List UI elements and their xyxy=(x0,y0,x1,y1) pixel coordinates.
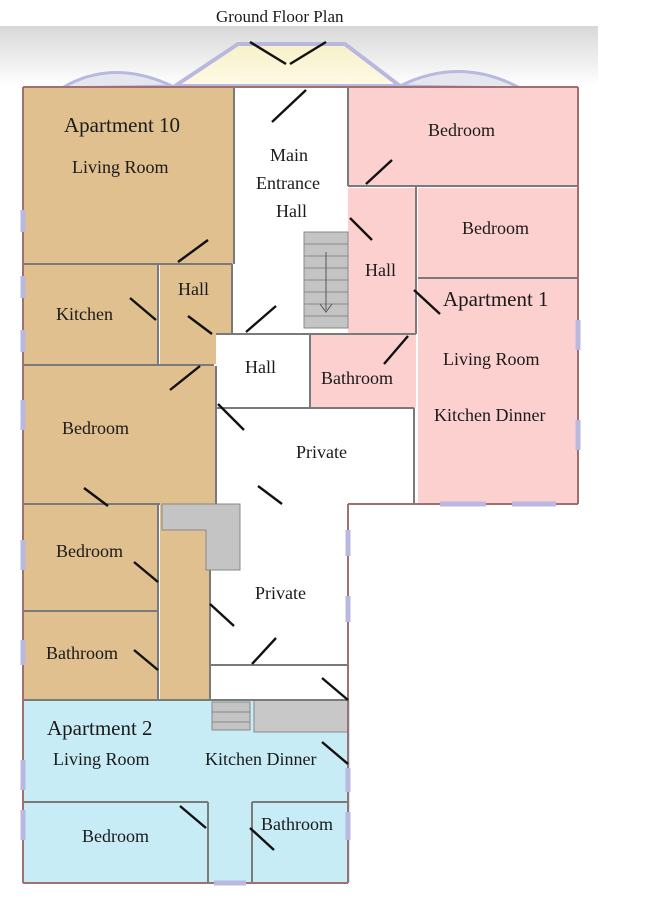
private-2-label: Private xyxy=(255,583,306,603)
apt1-living-room-label: Living Room xyxy=(443,349,540,369)
windows xyxy=(20,210,581,886)
common-hall-label: Hall xyxy=(245,357,276,377)
apartment-2-name: Apartment 2 xyxy=(47,716,153,740)
apt10-bedroom-2-label: Bedroom xyxy=(56,541,123,561)
main-entrance-line-2: Entrance xyxy=(256,173,320,193)
apt10-hall-label: Hall xyxy=(178,279,209,299)
landing-block xyxy=(161,503,241,571)
apt1-bathroom-label: Bathroom xyxy=(321,368,393,388)
apartment-1-name: Apartment 1 xyxy=(443,287,549,311)
apt1-bedroom-1-label: Bedroom xyxy=(428,120,495,140)
bay-window-left xyxy=(56,71,173,90)
apartment-10-name: Apartment 10 xyxy=(64,113,181,137)
apt10-bedroom-1-label: Bedroom xyxy=(62,418,129,438)
rear-staircase xyxy=(211,699,349,733)
private-1-label: Private xyxy=(296,442,347,462)
apt2-kitchen-dinner-label: Kitchen Dinner xyxy=(205,749,317,769)
apt1-kitchen-dinner-label: Kitchen Dinner xyxy=(434,405,546,425)
common-area xyxy=(210,88,414,700)
apt2-living-room-label: Living Room xyxy=(53,749,150,769)
apt10-kitchen-label: Kitchen xyxy=(56,304,113,324)
apt1-hall-label: Hall xyxy=(365,260,396,280)
apt10-living-room-label: Living Room xyxy=(72,157,169,177)
apt1-bedroom-2-label: Bedroom xyxy=(462,218,529,238)
bay-window-right xyxy=(399,70,521,90)
doors xyxy=(83,40,441,851)
main-staircase xyxy=(303,231,349,329)
main-entrance-line-3: Hall xyxy=(276,201,307,221)
apt2-bathroom-label: Bathroom xyxy=(261,814,333,834)
apt10-bathroom-label: Bathroom xyxy=(46,643,118,663)
main-entrance-line-1: Main xyxy=(270,145,308,165)
interior-walls xyxy=(24,88,578,882)
plan-title: Ground Floor Plan xyxy=(216,7,344,26)
apartment-10-area xyxy=(24,88,234,700)
apt2-bedroom-label: Bedroom xyxy=(82,826,149,846)
apartment-1-area xyxy=(310,88,578,504)
